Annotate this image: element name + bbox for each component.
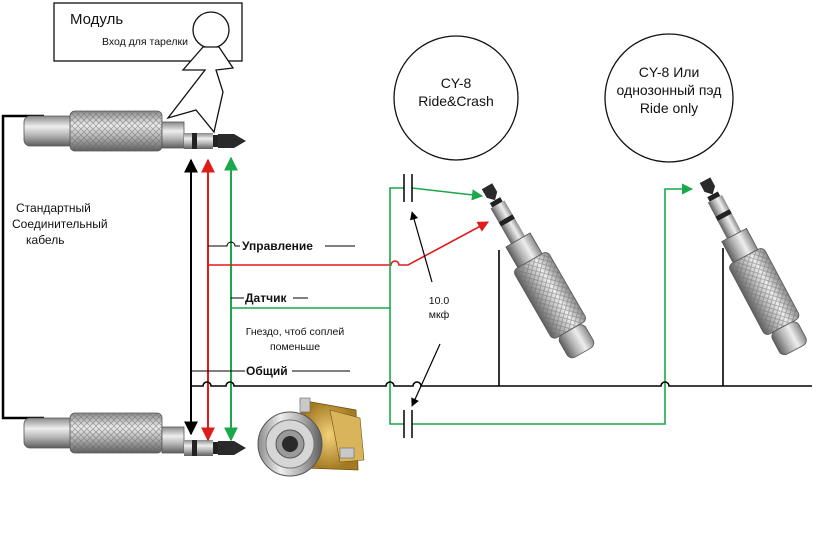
capacitor-label: 10.0 мкф bbox=[429, 295, 450, 321]
capacitor-bottom bbox=[403, 410, 413, 438]
common-wire-horizontal bbox=[191, 381, 812, 387]
svg-text:Стандартный: Стандартный bbox=[16, 201, 91, 215]
cymbal-pad-ride-crash: CY-8 Ride&Crash bbox=[393, 35, 519, 161]
label-leader-lines bbox=[191, 241, 355, 372]
trs-plug-pad1 bbox=[481, 183, 595, 359]
trs-plug-icon bbox=[23, 110, 246, 152]
control-label: Управление bbox=[242, 239, 313, 253]
capacitor-icon bbox=[403, 174, 413, 202]
sensor-wire-to-pad2 bbox=[389, 308, 404, 425]
panel-jack bbox=[257, 397, 365, 477]
jack-note: Гнездо, чтоб соплей поменьше bbox=[246, 326, 345, 353]
cymbal-pad-icon bbox=[393, 35, 519, 161]
svg-text:Гнездо, чтоб соплей: Гнездо, чтоб соплей bbox=[246, 326, 345, 338]
capacitor-icon bbox=[403, 410, 413, 438]
svg-text:кабель: кабель bbox=[26, 233, 64, 247]
svg-text:Соединительный: Соединительный bbox=[12, 217, 108, 231]
trs-plug-icon bbox=[23, 412, 246, 456]
pad-label: CY-8 bbox=[441, 75, 472, 91]
trs-plug-top bbox=[23, 110, 246, 152]
person-stick-figure-icon bbox=[166, 11, 235, 134]
sensor-label: Датчик bbox=[245, 291, 287, 305]
trs-plug-icon bbox=[481, 183, 595, 359]
trs-plug-pad2 bbox=[699, 177, 807, 356]
module-subtitle: Вход для тарелки bbox=[102, 36, 188, 48]
svg-text:поменьше: поменьше bbox=[270, 341, 320, 353]
capacitor-arrow-up bbox=[410, 211, 433, 283]
sensor-wire-to-pad bbox=[231, 187, 404, 309]
control-wire-to-pad bbox=[208, 221, 489, 266]
pad-label: CY-8 Или bbox=[639, 64, 700, 80]
panel-jack-icon bbox=[257, 397, 365, 477]
pad-label: Ride only bbox=[640, 100, 698, 116]
capacitor-arrow-down bbox=[411, 343, 441, 407]
pad-label: Ride&Crash bbox=[418, 93, 493, 109]
standard-cable-wire bbox=[1, 114, 44, 420]
sensor-wire-cap-to-pad2 bbox=[412, 183, 694, 425]
trs-plug-icon bbox=[699, 177, 807, 356]
pad-label: однозонный пэд bbox=[617, 82, 722, 98]
common-label: Общий bbox=[246, 364, 288, 378]
module-title: Модуль bbox=[70, 11, 123, 28]
svg-text:мкф: мкф bbox=[429, 309, 450, 321]
trs-plug-bottom bbox=[23, 412, 246, 456]
svg-text:10.0: 10.0 bbox=[429, 295, 450, 307]
cymbal-pad-ride-only: CY-8 Или однозонный пэд Ride only bbox=[604, 33, 734, 163]
cable-label: Стандартный Соединительный кабель bbox=[12, 201, 108, 247]
capacitor-top bbox=[403, 174, 413, 202]
sensor-wire-cap-to-pad bbox=[411, 187, 484, 201]
cymbal-pad-icon bbox=[604, 33, 734, 163]
